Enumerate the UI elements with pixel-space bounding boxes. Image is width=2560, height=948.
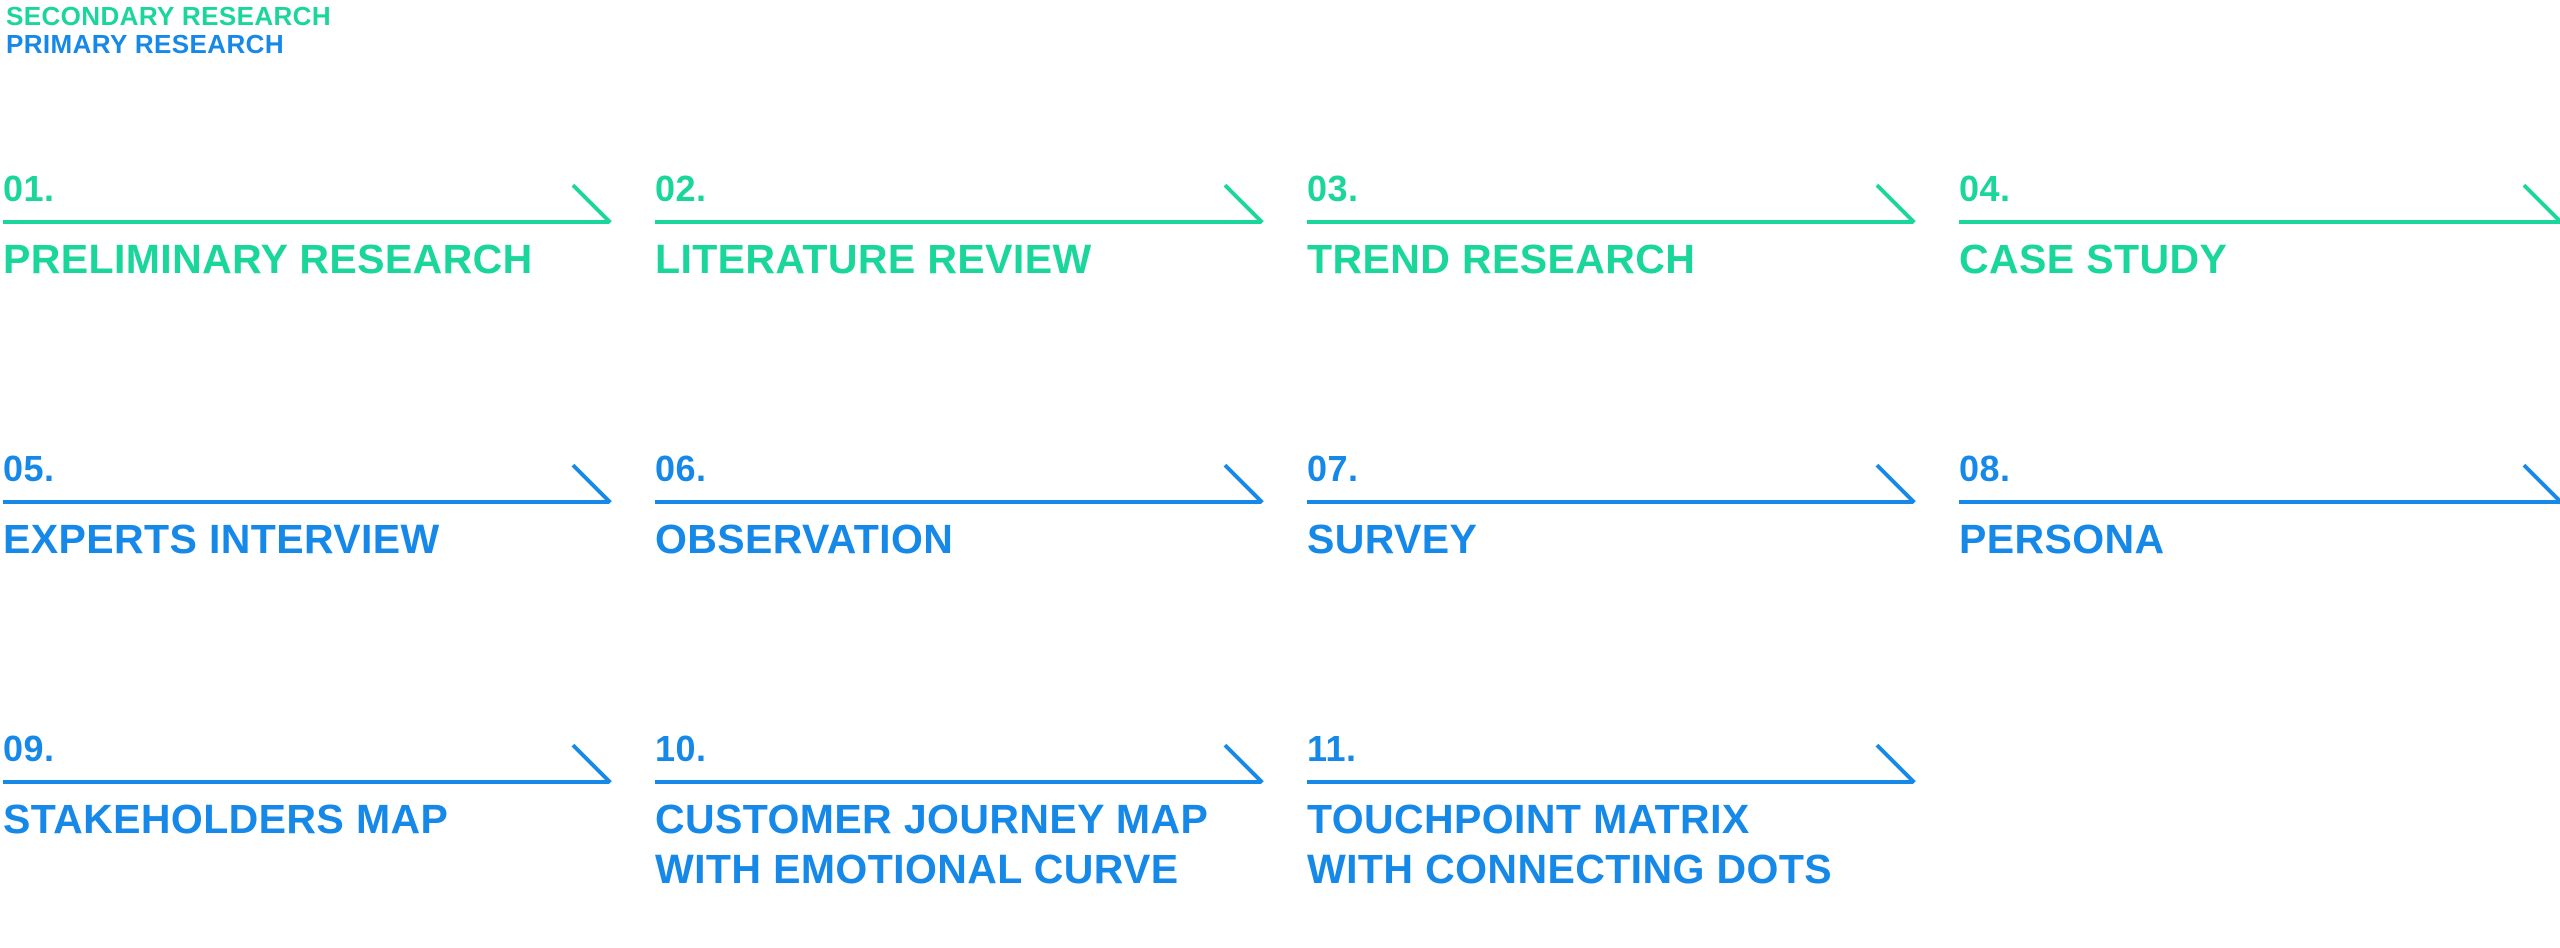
method-number: 11. — [1307, 728, 1357, 769]
method-item-touchpoint-matrix: 11. TOUCHPOINT MATRIX WITH CONNECTING DO… — [1307, 728, 1916, 894]
method-underline — [655, 463, 1264, 504]
method-item-trend-research: 03. TREND RESEARCH — [1307, 168, 1916, 284]
method-underline — [1959, 183, 2560, 224]
legend-primary-research: PRIMARY RESEARCH — [6, 29, 284, 59]
method-number: 04. — [1959, 168, 2011, 209]
method-item-stakeholders-map: 09. STAKEHOLDERS MAP — [3, 728, 612, 844]
method-item-observation: 06. OBSERVATION — [655, 448, 1264, 564]
method-label: TOUCHPOINT MATRIX WITH CONNECTING DOTS — [1307, 796, 1833, 892]
method-number: 07. — [1307, 448, 1359, 489]
method-item-literature-review: 02. LITERATURE REVIEW — [655, 168, 1264, 284]
method-item-experts-interview: 05. EXPERTS INTERVIEW — [3, 448, 612, 564]
method-underline — [655, 183, 1264, 224]
method-underline — [3, 183, 612, 224]
method-underline — [1307, 183, 1916, 224]
method-label: TREND RESEARCH — [1307, 236, 1696, 282]
method-label: SURVEY — [1307, 516, 1478, 562]
method-label: CUSTOMER JOURNEY MAP WITH EMOTIONAL CURV… — [655, 796, 1209, 892]
method-label: OBSERVATION — [655, 516, 954, 562]
method-item-preliminary-research: 01. PRELIMINARY RESEARCH — [3, 168, 612, 284]
method-number: 09. — [3, 728, 55, 769]
method-item-persona: 08. PERSONA — [1959, 450, 2560, 564]
method-underline — [3, 743, 612, 784]
method-underline — [1959, 463, 2560, 504]
method-number: 10. — [655, 728, 707, 769]
method-number: 02. — [655, 168, 707, 209]
method-label: STAKEHOLDERS MAP — [3, 796, 449, 842]
method-label: PERSONA — [1959, 516, 2165, 562]
method-item-case-study: 04. CASE STUDY — [1959, 170, 2560, 284]
method-label: LITERATURE REVIEW — [655, 236, 1092, 282]
method-item-survey: 07. SURVEY — [1307, 448, 1916, 564]
method-number: 03. — [1307, 168, 1359, 209]
legend-secondary-research: SECONDARY RESEARCH — [6, 1, 332, 31]
method-underline — [655, 743, 1264, 784]
method-label: PRELIMINARY RESEARCH — [3, 236, 533, 282]
method-underline — [1307, 743, 1916, 784]
method-number: 01. — [3, 168, 55, 209]
method-number: 08. — [1959, 448, 2011, 489]
method-number: 05. — [3, 448, 55, 489]
method-underline — [1307, 463, 1916, 504]
method-label: EXPERTS INTERVIEW — [3, 516, 440, 562]
method-label: CASE STUDY — [1959, 236, 2228, 282]
method-number: 06. — [655, 448, 707, 489]
research-type-legend: SECONDARY RESEARCH PRIMARY RESEARCH — [6, 2, 331, 58]
method-item-customer-journey-map: 10. CUSTOMER JOURNEY MAP WITH EMOTIONAL … — [655, 728, 1264, 894]
method-underline — [3, 463, 612, 504]
